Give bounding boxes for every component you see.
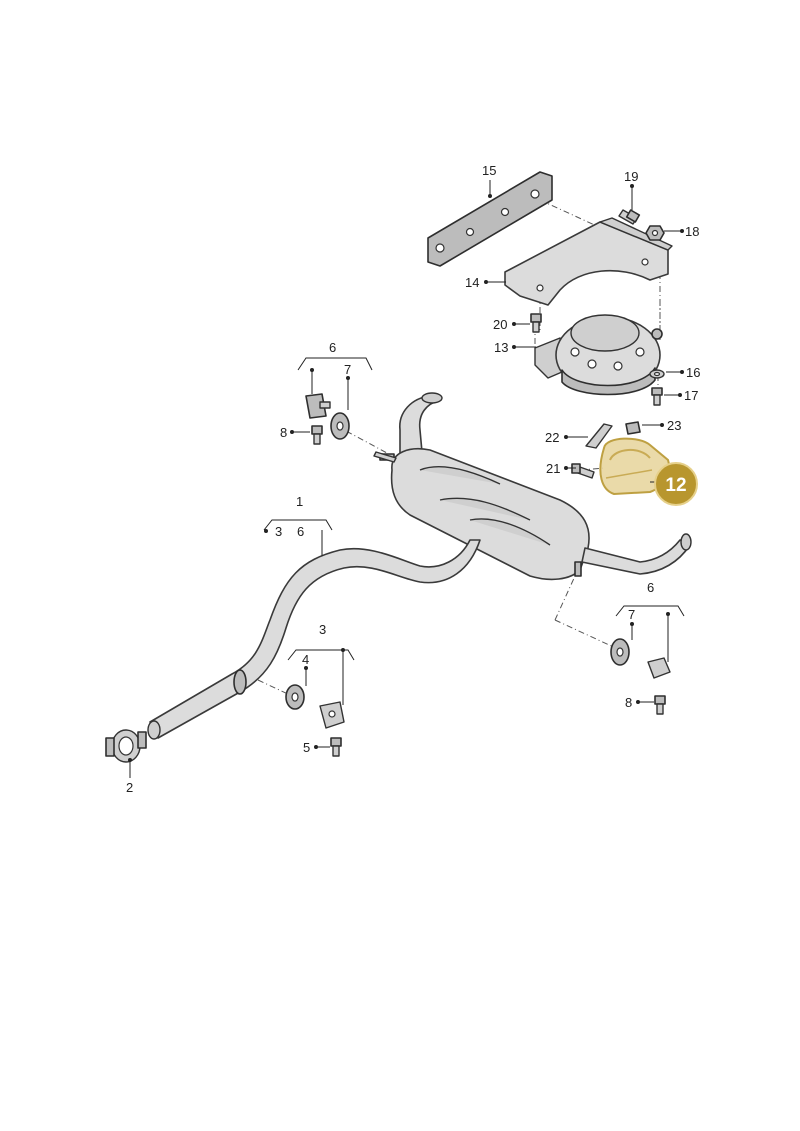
callout-15: 15	[482, 163, 496, 178]
leader-lines	[128, 180, 685, 778]
callout-6-upper: 6	[329, 340, 336, 355]
callout-23: 23	[667, 418, 681, 433]
part-12-badge[interactable]: 12	[654, 462, 698, 506]
callout-6-mid: 6	[297, 524, 304, 539]
callout-4: 4	[302, 652, 309, 667]
exhaust-pipe-part-1	[147, 539, 481, 740]
assembly-lines	[257, 199, 661, 696]
bolt-part-20	[530, 313, 542, 333]
bolt-lower-middle-part-5	[330, 737, 342, 757]
hanger-bracket-lower-right	[647, 657, 671, 679]
bolt-part-21	[571, 463, 595, 479]
hanger-bracket-lower-middle	[319, 701, 345, 729]
callout-14: 14	[465, 275, 479, 290]
callout-7-upper: 7	[344, 362, 351, 377]
washer-part-16	[649, 369, 665, 379]
callout-7-lower: 7	[628, 607, 635, 622]
clip-part-23	[625, 421, 641, 435]
callout-21: 21	[546, 461, 560, 476]
callout-17: 17	[684, 388, 698, 403]
rubber-mount-lower-right	[610, 638, 630, 666]
callout-16: 16	[686, 365, 700, 380]
callout-3-upper: 3	[275, 524, 282, 539]
callout-13: 13	[494, 340, 508, 355]
callout-2: 2	[126, 780, 133, 795]
hanger-bracket-upper-left	[305, 393, 331, 419]
pipe-clamp-part-2	[105, 729, 147, 763]
rear-muffler	[379, 392, 692, 581]
callout-8-lower: 8	[625, 695, 632, 710]
rubber-mount-lower-middle	[285, 684, 305, 710]
stud-left	[373, 451, 397, 463]
callout-12: 12	[665, 475, 686, 496]
mounting-cradle-part-14	[504, 217, 673, 306]
bracket-strip-part-15	[427, 171, 553, 267]
bolt-lower-right-part-8	[654, 695, 666, 715]
bolt-part-17	[651, 387, 663, 406]
bracket-part-22	[585, 423, 613, 449]
callout-5: 5	[303, 740, 310, 755]
callout-18: 18	[685, 224, 699, 239]
bolt-upper-left-part-8	[311, 425, 323, 445]
sound-actuator-part-13	[534, 314, 663, 396]
bolt-part-19	[618, 209, 641, 225]
callout-8-upper: 8	[280, 425, 287, 440]
callout-20: 20	[493, 317, 507, 332]
callout-6-lower: 6	[647, 580, 654, 595]
callout-1: 1	[296, 494, 303, 509]
rubber-mount-upper-left	[330, 412, 350, 440]
callout-22: 22	[545, 430, 559, 445]
callout-3-lower: 3	[319, 622, 326, 637]
nut-part-18	[645, 225, 665, 241]
callout-labels: 15 19 18 14 20 13 16 17 22 23 21 6 7 8 1…	[126, 163, 700, 795]
callout-19: 19	[624, 169, 638, 184]
